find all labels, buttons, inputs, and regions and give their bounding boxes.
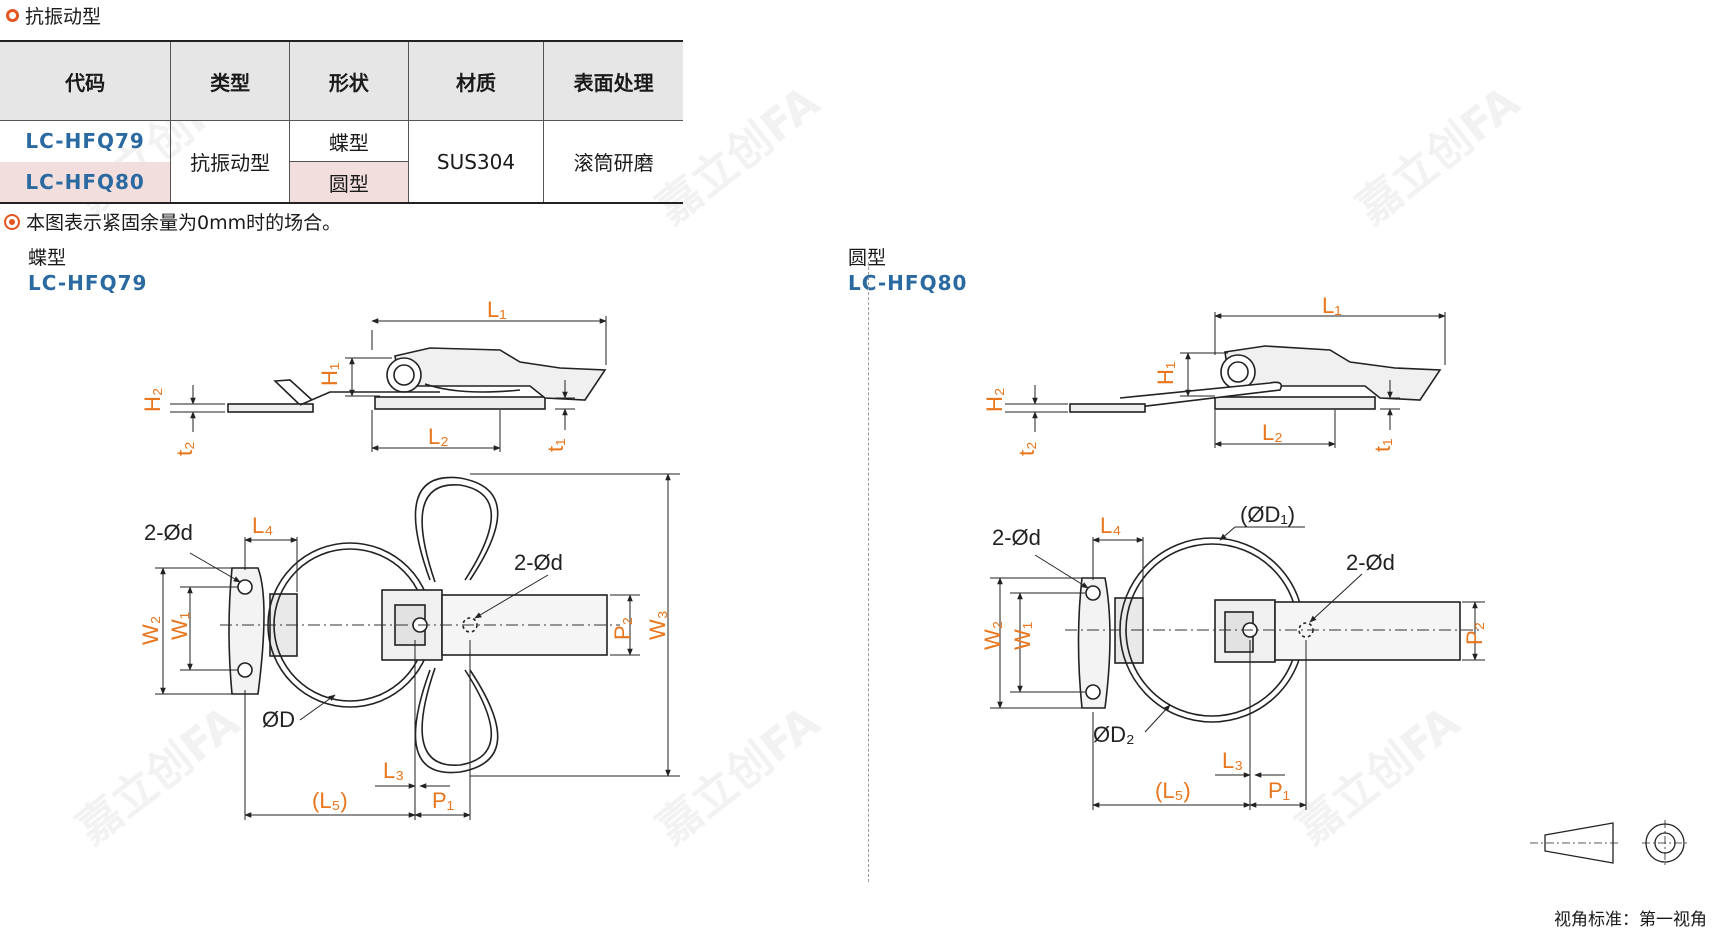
spec-table: 代码 类型 形状 材质 表面处理 LC-HFQ79 抗振动型 蝶型 SUS304… (0, 40, 683, 204)
col-header-type: 类型 (170, 40, 290, 121)
note-text: 本图表示紧固余量为0mm时的场合。 (26, 212, 342, 234)
cell-finish: 滚筒研磨 (543, 120, 683, 204)
dim-L1: L₁ (1322, 293, 1342, 318)
dim-P1: P₁ (432, 788, 454, 813)
section-title: 抗振动型 (6, 2, 101, 29)
left-part-code: LC-HFQ79 (28, 271, 148, 295)
table-row: LC-HFQ80 圆型 (0, 161, 683, 204)
right-top-view (1077, 537, 1461, 723)
circle-bullet-icon (6, 9, 19, 22)
right-side-view (1069, 345, 1442, 413)
dim-D1: (ØD₁) (1240, 502, 1295, 527)
dim-L3: L₃ (383, 758, 404, 783)
dim-L1: L₁ (487, 297, 507, 322)
dim-L4: L₄ (252, 513, 273, 538)
dim-t1: t₁ (543, 438, 568, 452)
right-top-dimensions (990, 526, 1485, 810)
dim-P1: P₁ (1268, 778, 1290, 803)
dim-H2: H₂ (982, 388, 1007, 412)
dim-L4: L₄ (1100, 513, 1121, 538)
left-top-dimensions (155, 473, 680, 820)
dim-L5: (L₅) (1155, 778, 1191, 803)
dim-D2: ØD₂ (1093, 722, 1135, 747)
table-row: LC-HFQ79 抗振动型 蝶型 SUS304 滚筒研磨 (0, 120, 683, 204)
left-side-dimensions (170, 316, 607, 452)
section-divider (868, 262, 869, 882)
left-shape-label: 蝶型 (28, 247, 67, 269)
right-side-dimensions (1005, 312, 1446, 448)
dim-L5: (L₅) (312, 788, 348, 813)
dim-P2: P₂ (610, 617, 635, 640)
right-shape-label: 圆型 (848, 247, 887, 269)
dim-L3: L₃ (1222, 748, 1243, 773)
col-header-finish: 表面处理 (543, 40, 683, 121)
dim-hole-1: 2-Ød (992, 525, 1041, 550)
dim-hole-2: 2-Ød (1346, 550, 1395, 575)
dim-W1: W₁ (167, 612, 192, 640)
cell-shape: 蝶型 (288, 120, 409, 162)
dim-t2: t₂ (1014, 441, 1039, 456)
dim-L2: L₂ (428, 424, 449, 449)
dim-W3: W₃ (645, 610, 670, 640)
dim-D: ØD (262, 707, 295, 732)
cell-code: LC-HFQ79 (25, 129, 145, 154)
cell-type: 抗振动型 (170, 120, 290, 204)
note: 本图表示紧固余量为0mm时的场合。 (4, 208, 341, 235)
dim-H1: H₁ (317, 363, 342, 386)
left-side-view (227, 347, 607, 413)
projection-label: 视角标准：第一视角 (1554, 910, 1707, 930)
col-header-code: 代码 (0, 40, 171, 121)
dim-hole-2: 2-Ød (514, 550, 563, 575)
right-part-code: LC-HFQ80 (848, 271, 968, 295)
dim-t1: t₁ (1370, 438, 1395, 452)
col-header-shape: 形状 (288, 40, 409, 121)
dim-W2: W₂ (980, 621, 1005, 650)
col-header-material: 材质 (407, 40, 544, 121)
dim-H1: H₁ (1153, 362, 1178, 385)
dim-t2: t₂ (172, 441, 197, 456)
dim-H2: H₂ (140, 388, 165, 412)
dot-bullet-icon (4, 213, 20, 230)
dim-W1: W₁ (1010, 622, 1035, 650)
cell-shape: 圆型 (288, 161, 409, 204)
dim-hole-1: 2-Ød (144, 520, 193, 545)
dim-W2: W₂ (138, 616, 163, 645)
dim-L2: L₂ (1262, 420, 1283, 445)
section-title-text: 抗振动型 (25, 6, 102, 28)
projection-symbol (1530, 820, 1688, 866)
table-header-row: 代码 类型 形状 材质 表面处理 (0, 40, 683, 121)
dim-P2: P₂ (1462, 622, 1487, 645)
cell-code: LC-HFQ80 (0, 161, 171, 204)
cell-material: SUS304 (407, 120, 544, 204)
